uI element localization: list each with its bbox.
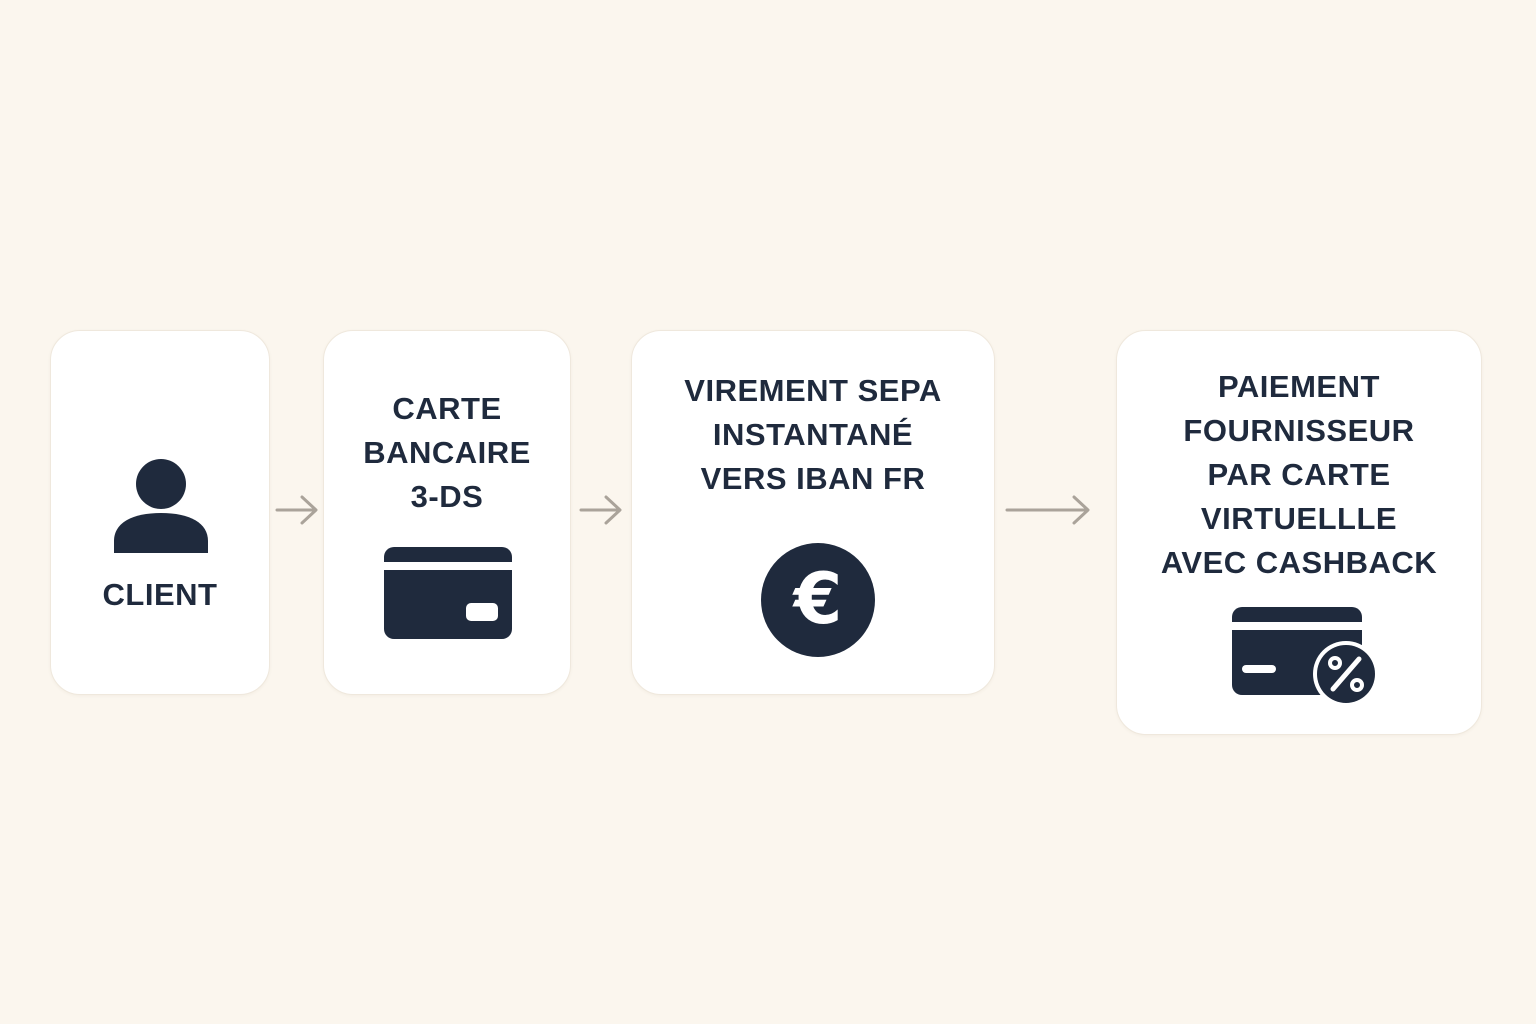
label-line: CLIENT (102, 577, 218, 612)
arrow-right-icon (579, 495, 622, 525)
euro-coin-icon: € (761, 543, 875, 657)
label-line: PAR CARTE (1207, 457, 1391, 492)
step-sepa-transfer-label: VIREMENT SEPA INSTANTANÉ VERS IBAN FR (632, 369, 994, 501)
credit-card-icon (384, 547, 512, 639)
label-line: VERS IBAN FR (700, 461, 926, 496)
label-line: AVEC CASHBACK (1160, 545, 1438, 580)
step-supplier-payment-label: PAIEMENT FOURNISSEUR PAR CARTE VIRTUELLL… (1117, 365, 1481, 585)
label-line: INSTANTANÉ (712, 417, 914, 452)
label-line: BANCAIRE (363, 435, 531, 470)
label-line: CARTE (392, 391, 502, 426)
arrow-right-icon (1005, 495, 1090, 525)
euro-symbol: € (793, 558, 843, 640)
step-sepa-transfer-card: VIREMENT SEPA INSTANTANÉ VERS IBAN FR € (631, 330, 995, 695)
label-line: PAIEMENT (1218, 369, 1380, 404)
step-client-card: CLIENT (50, 330, 270, 695)
label-line: VIRTUELLLE (1200, 501, 1398, 536)
label-line: FOURNISSEUR (1183, 413, 1415, 448)
label-line: VIREMENT SEPA (684, 373, 942, 408)
label-line: 3-DS (410, 479, 484, 514)
step-client-label: CLIENT (51, 573, 269, 617)
step-card-payment-label: CARTE BANCAIRE 3-DS (324, 387, 570, 519)
step-card-payment-card: CARTE BANCAIRE 3-DS (323, 330, 571, 695)
arrow-right-icon (275, 495, 318, 525)
user-icon (114, 459, 208, 553)
card-cashback-icon (1232, 607, 1378, 707)
step-supplier-payment-card: PAIEMENT FOURNISSEUR PAR CARTE VIRTUELLL… (1116, 330, 1482, 735)
